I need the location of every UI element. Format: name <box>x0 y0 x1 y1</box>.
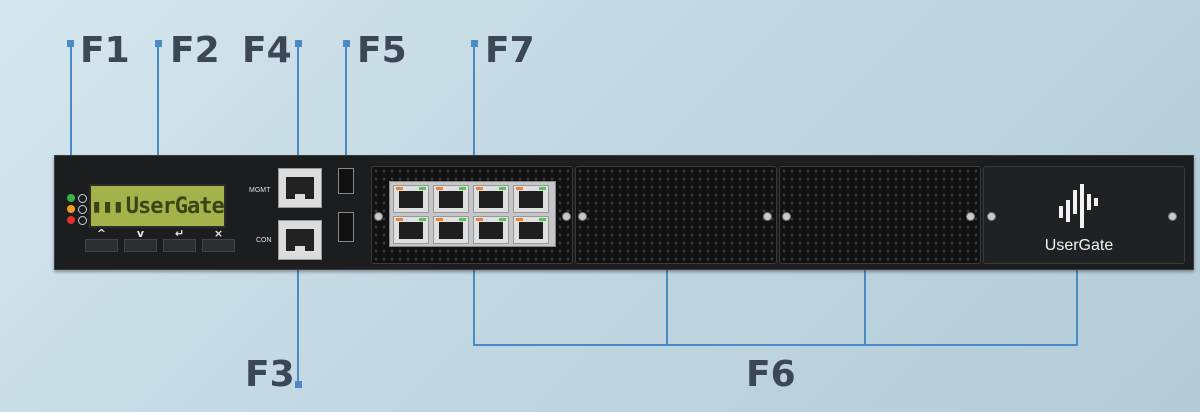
lcd-text: UserGate <box>125 193 225 219</box>
usb-port-2[interactable] <box>338 212 354 242</box>
module-bay-3 <box>779 166 981 264</box>
ethernet-port-7[interactable] <box>473 216 509 244</box>
ethernet-port-8[interactable] <box>513 216 549 244</box>
module-bay-2 <box>575 166 777 264</box>
power-led-icon <box>67 194 75 202</box>
warning-symbol-icon <box>78 216 87 225</box>
lcd-logo-icon: ▮▮▮ <box>91 195 124 217</box>
mgmt-label: MGMT <box>249 187 271 194</box>
status-symbol-icon <box>78 205 87 214</box>
ethernet-port-4[interactable] <box>513 185 549 213</box>
alarm-led-icon <box>67 205 75 213</box>
callout-f7: F7 <box>485 30 535 71</box>
ethernet-port-1[interactable] <box>393 185 429 213</box>
callout-f5: F5 <box>357 30 407 71</box>
callout-f6: F6 <box>746 354 796 395</box>
callout-f1: F1 <box>80 30 130 71</box>
ethernet-port-6[interactable] <box>433 216 469 244</box>
callout-f4: F4 <box>242 30 292 71</box>
power-symbol-icon <box>78 194 87 203</box>
screw-icon <box>987 212 996 221</box>
cancel-key[interactable] <box>202 239 235 252</box>
callout-f3: F3 <box>245 354 295 395</box>
screw-icon <box>578 212 587 221</box>
ethernet-port-5[interactable] <box>393 216 429 244</box>
ethernet-port-module <box>389 181 556 247</box>
ethernet-port-3[interactable] <box>473 185 509 213</box>
cancel-key-label: × <box>213 227 224 240</box>
fault-led-icon <box>67 216 75 224</box>
console-port[interactable] <box>278 220 322 260</box>
screw-icon <box>966 212 975 221</box>
screw-icon <box>763 212 772 221</box>
callout-f2: F2 <box>170 30 220 71</box>
enter-key[interactable] <box>163 239 196 252</box>
lcd-display: ▮▮▮ UserGate <box>89 184 226 228</box>
screw-icon <box>562 212 571 221</box>
screw-icon <box>782 212 791 221</box>
down-key[interactable] <box>124 239 157 252</box>
ethernet-port-2[interactable] <box>433 185 469 213</box>
screw-icon <box>374 212 383 221</box>
enter-key-label: ↵ <box>174 227 185 240</box>
down-key-label: v <box>136 227 145 240</box>
up-key[interactable] <box>85 239 118 252</box>
screw-icon <box>1168 212 1177 221</box>
brand-name: UserGate <box>1044 237 1114 254</box>
up-key-label: ^ <box>96 227 107 240</box>
con-label: CON <box>256 237 272 244</box>
usergate-logo-icon <box>1059 184 1098 228</box>
mgmt-port[interactable] <box>278 168 322 208</box>
usb-port-1[interactable] <box>338 168 354 194</box>
